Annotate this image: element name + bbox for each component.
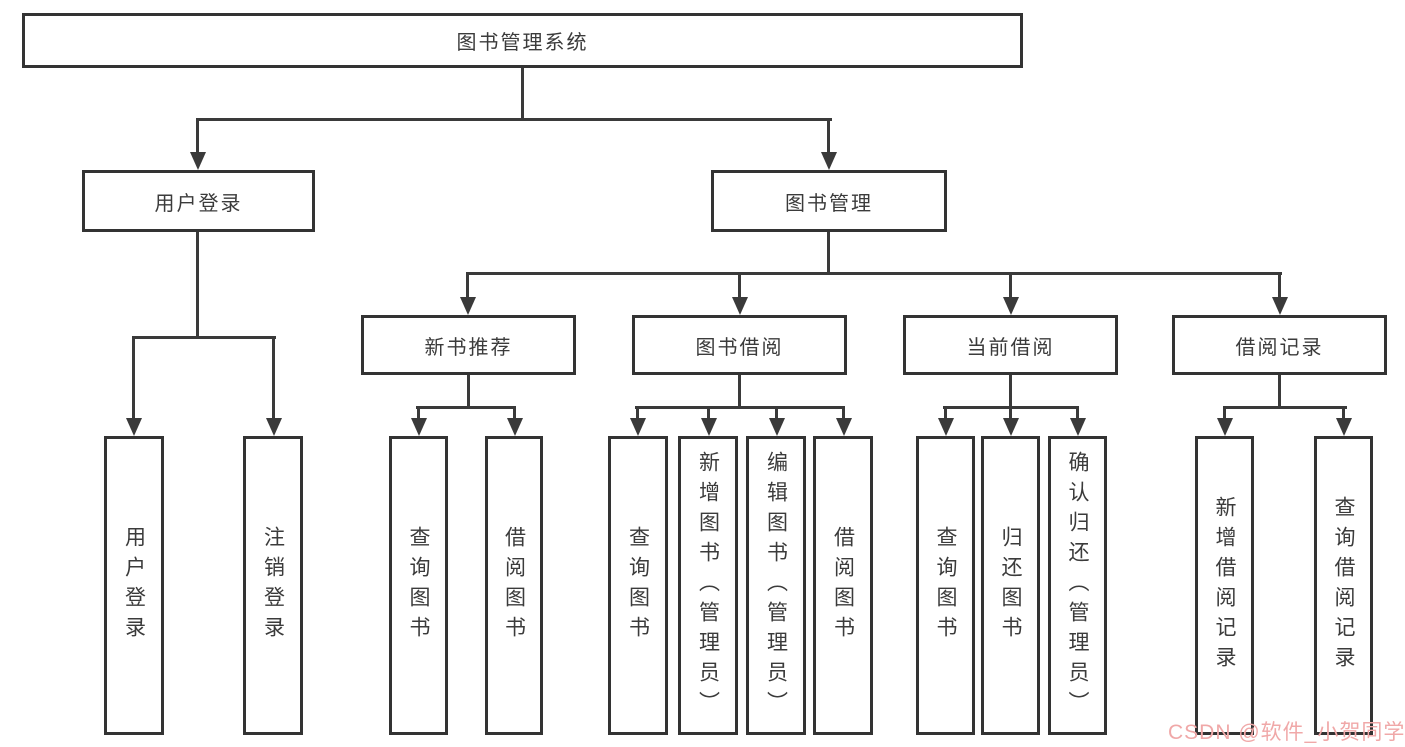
node-label: 归还图书 bbox=[999, 525, 1022, 646]
connector-line bbox=[775, 406, 778, 422]
arrow-down-icon bbox=[701, 418, 717, 436]
node-label: 新增借阅记录 bbox=[1213, 495, 1236, 676]
node-label: 借阅图书 bbox=[831, 525, 855, 646]
node-library-management-system: 图书管理系统 bbox=[22, 13, 1023, 68]
connector-line bbox=[1076, 406, 1079, 422]
leaf-edit-books-admin: 编辑图书（管理员） bbox=[746, 436, 806, 735]
connector-line bbox=[1278, 375, 1281, 406]
arrow-down-icon bbox=[1003, 297, 1019, 315]
connector-line bbox=[635, 406, 845, 409]
arrow-down-icon bbox=[836, 418, 852, 436]
node-label: 查询图书 bbox=[626, 525, 650, 646]
leaf-query-borrow-record: 查询借阅记录 bbox=[1314, 436, 1373, 735]
node-label: 查询图书 bbox=[934, 525, 957, 646]
leaf-query-books-recommend: 查询图书 bbox=[389, 436, 448, 735]
node-label: 当前借阅 bbox=[966, 336, 1055, 359]
connector-line bbox=[738, 272, 741, 300]
node-book-borrowing: 图书借阅 bbox=[632, 315, 847, 375]
leaf-borrow-books-recommend: 借阅图书 bbox=[485, 436, 543, 735]
node-label: 借阅记录 bbox=[1235, 336, 1324, 359]
arrow-down-icon bbox=[507, 418, 523, 436]
node-current-borrowing: 当前借阅 bbox=[903, 315, 1118, 375]
node-label: 图书管理系统 bbox=[456, 32, 589, 54]
leaf-user-login: 用户登录 bbox=[104, 436, 164, 735]
connector-line bbox=[466, 272, 1282, 275]
node-label: 注销登录 bbox=[261, 525, 285, 646]
node-label: 编辑图书（管理员） bbox=[764, 450, 788, 721]
node-user-login: 用户登录 bbox=[82, 170, 315, 232]
leaf-confirm-return-admin: 确认归还（管理员） bbox=[1048, 436, 1107, 735]
node-label: 查询图书 bbox=[407, 525, 430, 646]
connector-line bbox=[196, 118, 199, 156]
connector-line bbox=[1223, 406, 1226, 422]
arrow-down-icon bbox=[769, 418, 785, 436]
connector-line bbox=[636, 406, 639, 422]
arrow-down-icon bbox=[126, 418, 142, 436]
connector-line bbox=[707, 406, 710, 422]
connector-line bbox=[513, 406, 516, 422]
arrow-down-icon bbox=[460, 297, 476, 315]
connector-line bbox=[417, 406, 420, 422]
connector-line bbox=[944, 406, 947, 422]
arrow-down-icon bbox=[1272, 297, 1288, 315]
connector-line bbox=[467, 375, 470, 406]
leaf-add-borrow-record: 新增借阅记录 bbox=[1195, 436, 1254, 735]
connector-line bbox=[1009, 375, 1012, 406]
node-label: 用户登录 bbox=[122, 525, 146, 646]
node-label: 用户登录 bbox=[154, 192, 243, 215]
connector-line bbox=[1342, 406, 1345, 422]
arrow-down-icon bbox=[1070, 418, 1086, 436]
arrow-down-icon bbox=[938, 418, 954, 436]
node-label: 图书管理 bbox=[785, 192, 873, 215]
node-new-book-recommend: 新书推荐 bbox=[361, 315, 576, 375]
connector-line bbox=[196, 118, 832, 121]
arrow-down-icon bbox=[190, 152, 206, 170]
connector-line bbox=[827, 118, 830, 156]
leaf-query-books-current: 查询图书 bbox=[916, 436, 975, 735]
leaf-return-books: 归还图书 bbox=[981, 436, 1040, 735]
leaf-query-books-borrowing: 查询图书 bbox=[608, 436, 668, 735]
arrow-down-icon bbox=[411, 418, 427, 436]
connector-line bbox=[1278, 272, 1281, 300]
connector-line bbox=[842, 406, 845, 422]
arrow-down-icon bbox=[266, 418, 282, 436]
connector-line bbox=[272, 336, 275, 420]
arrow-down-icon bbox=[732, 297, 748, 315]
arrow-down-icon bbox=[1217, 418, 1233, 436]
node-label: 新书推荐 bbox=[424, 336, 513, 359]
arrow-down-icon bbox=[1003, 418, 1019, 436]
connector-line bbox=[738, 375, 741, 406]
node-label: 图书借阅 bbox=[695, 336, 784, 359]
connector-line bbox=[466, 272, 469, 300]
node-label: 确认归还（管理员） bbox=[1066, 450, 1089, 721]
arrow-down-icon bbox=[821, 152, 837, 170]
connector-line bbox=[132, 336, 276, 339]
leaf-add-books-admin: 新增图书（管理员） bbox=[678, 436, 738, 735]
connector-line bbox=[132, 336, 135, 420]
node-book-management: 图书管理 bbox=[711, 170, 947, 232]
connector-line bbox=[416, 406, 516, 409]
connector-line bbox=[1223, 406, 1347, 409]
node-label: 新增图书（管理员） bbox=[696, 450, 720, 721]
connector-line bbox=[1009, 406, 1012, 422]
connector-line bbox=[196, 232, 199, 336]
connector-line bbox=[521, 68, 524, 118]
leaf-logout: 注销登录 bbox=[243, 436, 303, 735]
leaf-borrow-books: 借阅图书 bbox=[813, 436, 873, 735]
node-label: 借阅图书 bbox=[502, 525, 526, 646]
node-label: 查询借阅记录 bbox=[1332, 495, 1355, 676]
arrow-down-icon bbox=[630, 418, 646, 436]
csdn-watermark: CSDN @软件_小贺同学 bbox=[1168, 721, 1405, 744]
arrow-down-icon bbox=[1336, 418, 1352, 436]
connector-line bbox=[827, 232, 830, 272]
node-borrowing-records: 借阅记录 bbox=[1172, 315, 1387, 375]
connector-line bbox=[1009, 272, 1012, 300]
